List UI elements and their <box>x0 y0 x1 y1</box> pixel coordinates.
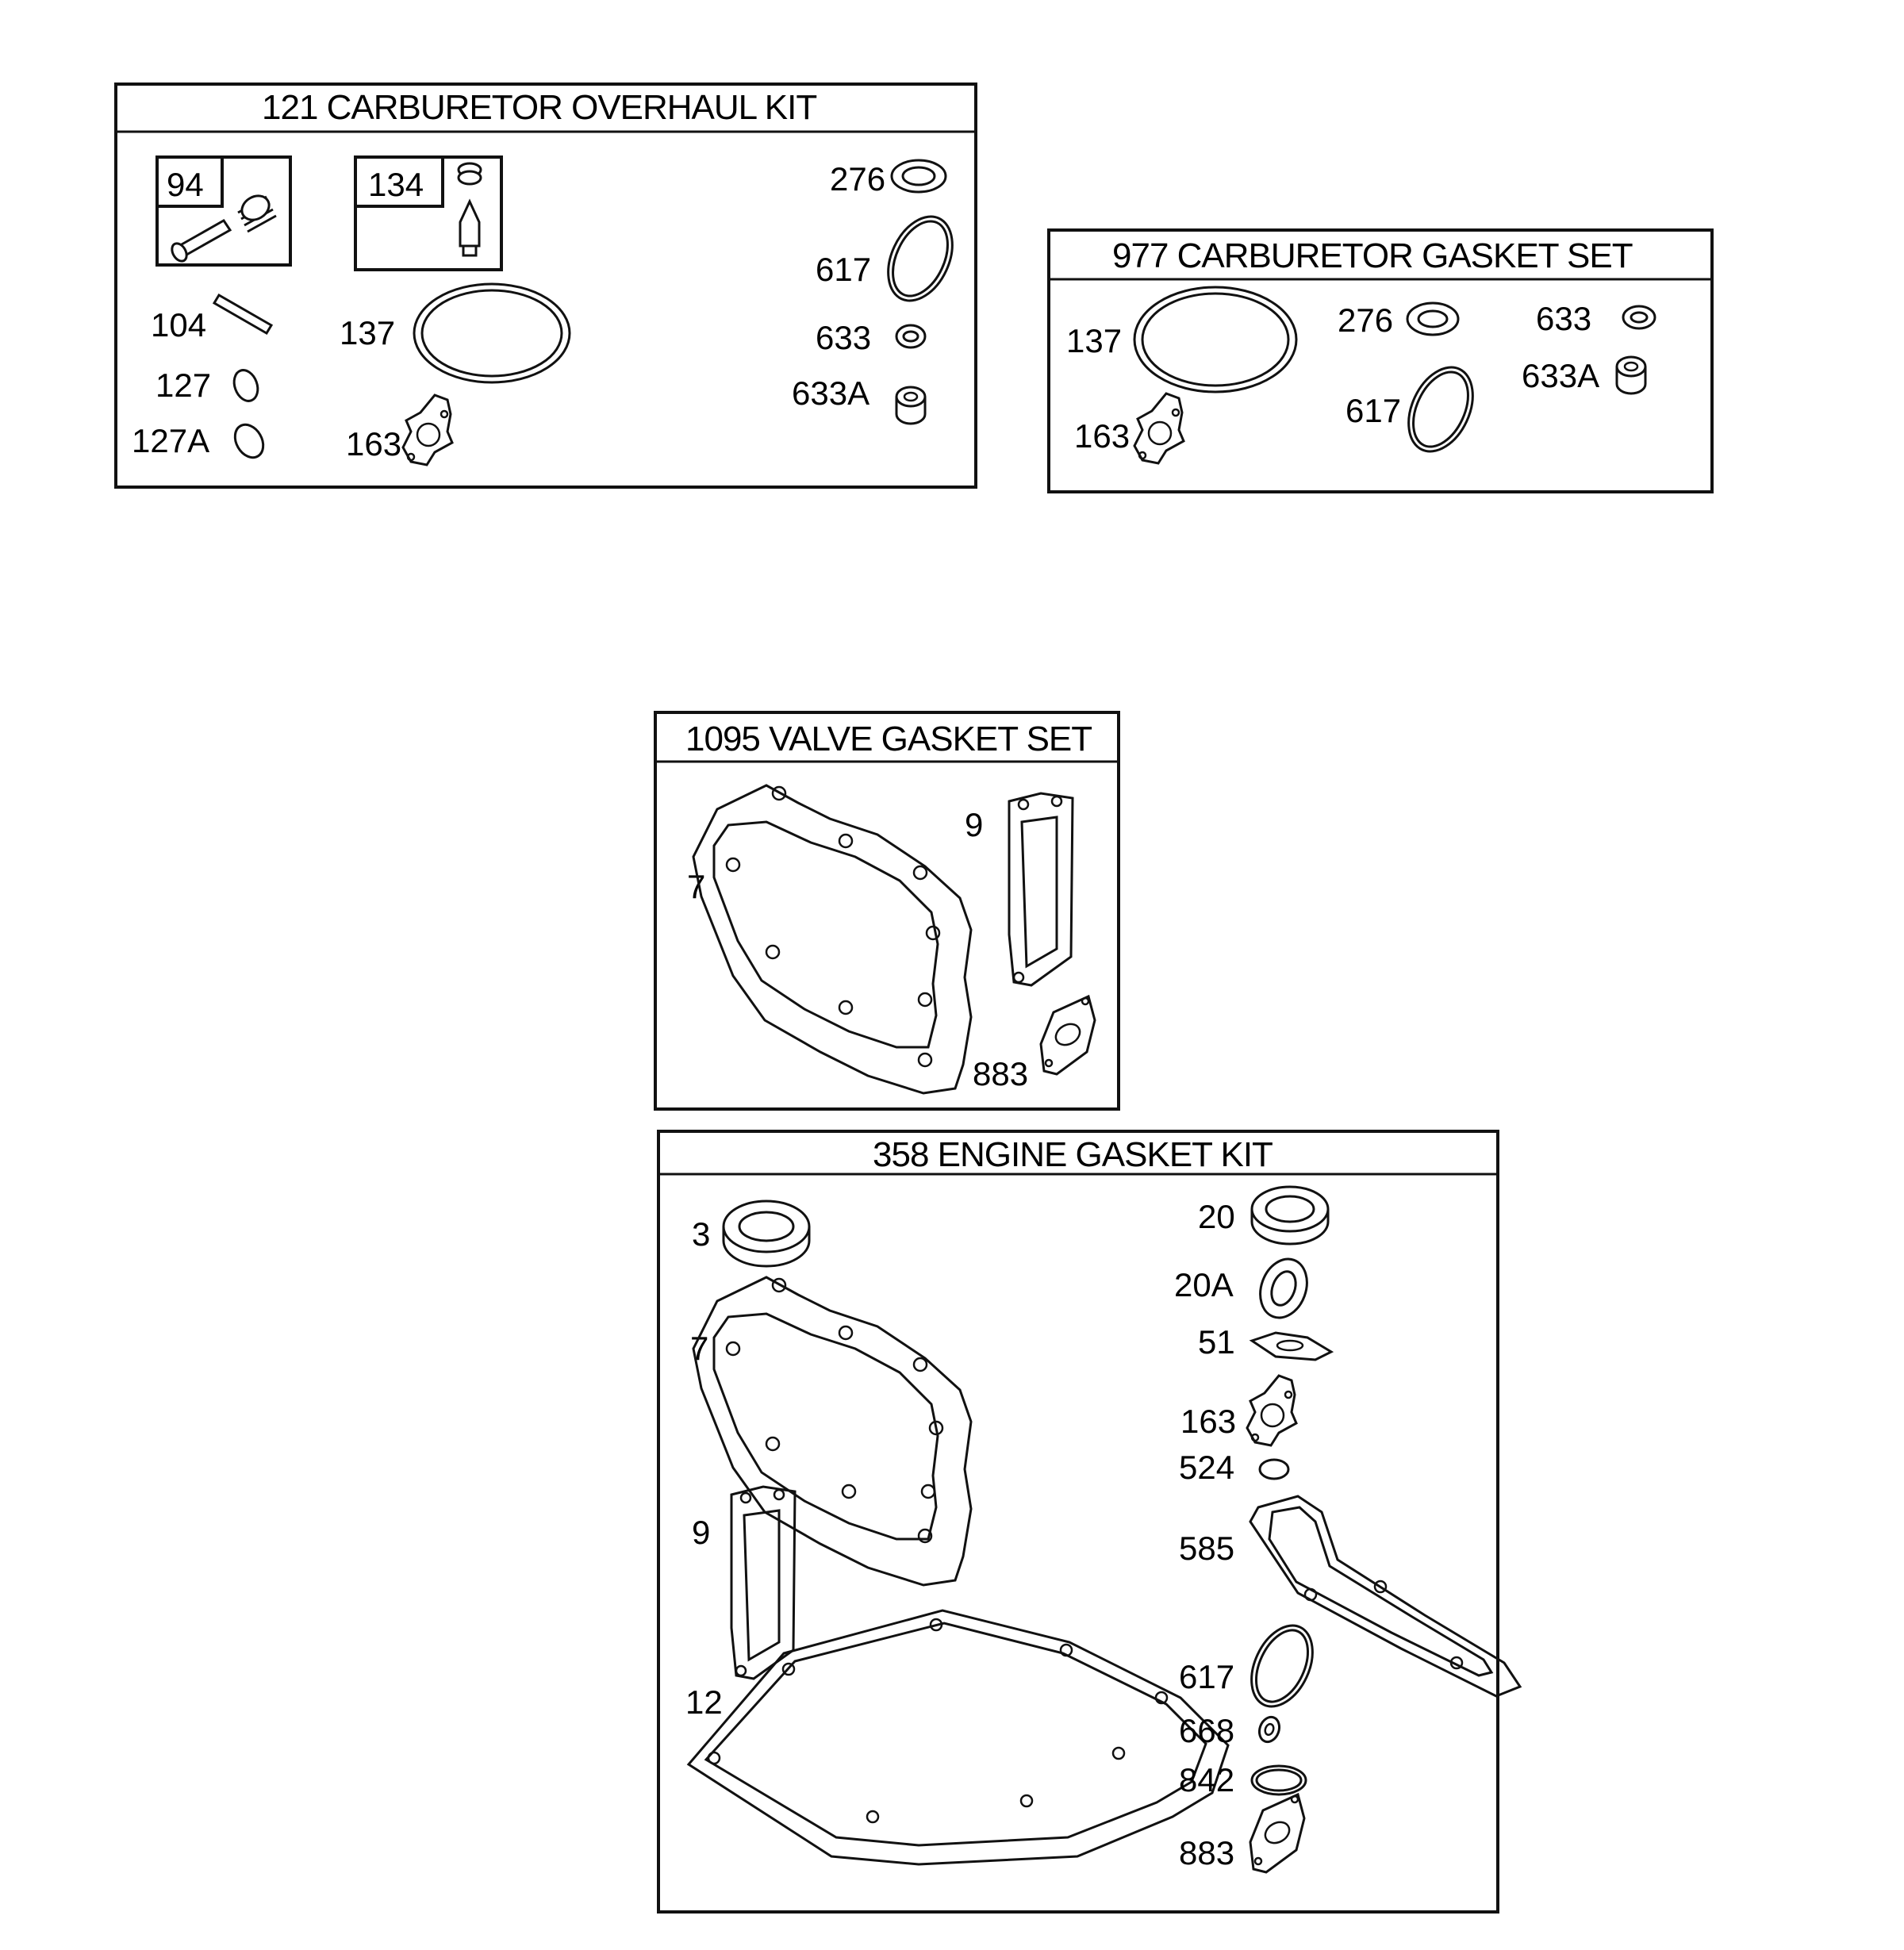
part-94-label-box <box>155 155 224 208</box>
float-pin-icon <box>212 293 274 336</box>
washer-633-icon <box>895 324 927 349</box>
kit-121-frame <box>114 83 977 489</box>
part-524-label: 524 <box>1179 1449 1234 1486</box>
part-137-label: 137 <box>340 314 395 351</box>
o-ring-617-icon <box>1250 1624 1314 1708</box>
kit-121-carburetor-overhaul: 121 CARBURETOR OVERHAUL KIT 94 134 104 1… <box>114 83 977 489</box>
seal-633a-icon <box>895 386 927 425</box>
valve-cover-gasket-icon <box>1008 792 1074 987</box>
kit-1095-title: 1095 VALVE GASKET SET <box>685 720 1092 758</box>
seal-276-icon <box>1406 301 1460 336</box>
part-94-label: 94 <box>167 166 204 203</box>
part-163-label: 163 <box>1180 1403 1236 1440</box>
valve-cover-gasket-icon <box>730 1485 797 1680</box>
kit-358-title: 358 ENGINE GASKET KIT <box>873 1135 1273 1174</box>
part-585-label: 585 <box>1179 1530 1234 1567</box>
exhaust-gasket-icon <box>1039 994 1096 1076</box>
part-617-label: 617 <box>1179 1658 1234 1695</box>
part-883-label: 883 <box>1179 1834 1234 1871</box>
kit-1095-frame <box>654 711 1120 1111</box>
part-51-label: 51 <box>1198 1323 1235 1361</box>
part-127-label: 127 <box>155 367 211 404</box>
oil-seal-20a-icon <box>1259 1257 1308 1319</box>
kit-358-frame <box>657 1130 1499 1914</box>
part-9-label: 9 <box>965 806 983 843</box>
mixture-screw-icon <box>171 194 277 263</box>
part-137-label: 137 <box>1066 322 1122 359</box>
washer-668-icon <box>1257 1715 1281 1744</box>
kit-121-title: 121 CARBURETOR OVERHAUL KIT <box>262 88 816 127</box>
part-20a-label: 20A <box>1174 1266 1234 1303</box>
kit-977-title: 977 CARBURETOR GASKET SET <box>1112 236 1633 275</box>
oil-seal-3-icon <box>722 1200 811 1268</box>
kit-1095-valve-gasket: 1095 VALVE GASKET SET 7 9 883 <box>654 711 1120 1111</box>
o-ring-617-icon <box>887 215 954 302</box>
part-127a-label: 127A <box>132 422 209 459</box>
float-bowl-gasket-icon <box>1133 286 1298 393</box>
part-617-label: 617 <box>816 251 871 288</box>
cylinder-head-gasket-icon <box>692 1276 973 1587</box>
part-20-label: 20 <box>1198 1198 1235 1235</box>
o-ring-842-icon <box>1250 1764 1307 1796</box>
part-12-label: 12 <box>685 1683 723 1721</box>
seal-633a-icon <box>1615 355 1647 395</box>
kit-977-frame <box>1047 228 1714 493</box>
part-3-label: 3 <box>692 1215 710 1253</box>
o-ring-524-icon <box>1258 1458 1290 1480</box>
part-617-label: 617 <box>1345 392 1401 429</box>
float-bowl-gasket-icon <box>413 282 571 384</box>
part-633a-label: 633A <box>1522 357 1599 394</box>
crankcase-gasket-icon <box>686 1609 1230 1866</box>
washer-633-icon <box>1622 305 1656 330</box>
kit-977-carburetor-gasket: 977 CARBURETOR GASKET SET 137 276 633 63… <box>1047 228 1714 493</box>
part-104-label: 104 <box>151 306 206 344</box>
oil-seal-20-icon <box>1250 1185 1330 1246</box>
inlet-needle-icon <box>457 162 482 257</box>
part-163-label: 163 <box>1074 417 1130 455</box>
part-276-label: 276 <box>1338 301 1393 339</box>
intake-gasket-51-icon <box>1249 1331 1334 1361</box>
carb-mount-gasket-icon <box>1133 392 1185 465</box>
part-163-label: 163 <box>346 425 401 463</box>
part-276-label: 276 <box>830 160 885 198</box>
carb-mount-gasket-icon <box>401 393 454 466</box>
part-134-label-box <box>354 155 444 208</box>
seal-276-icon <box>890 159 947 194</box>
part-842-label: 842 <box>1179 1761 1234 1798</box>
part-633a-label: 633A <box>792 374 869 412</box>
part-9-label: 9 <box>692 1514 710 1551</box>
part-134-label: 134 <box>368 166 424 203</box>
o-ring-617-icon <box>1407 366 1474 453</box>
part-668-label: 668 <box>1179 1712 1234 1749</box>
breather-gasket-585-icon <box>1249 1495 1522 1698</box>
cylinder-head-gasket-icon <box>692 784 973 1095</box>
o-ring-127a-icon <box>233 423 265 459</box>
exhaust-gasket-icon <box>1249 1792 1306 1874</box>
part-633-label: 633 <box>1536 300 1591 337</box>
carb-mount-gasket-icon <box>1246 1374 1298 1447</box>
part-883-label: 883 <box>973 1055 1028 1092</box>
part-633-label: 633 <box>816 319 871 356</box>
kit-358-engine-gasket: 358 ENGINE GASKET KIT 3 7 9 <box>657 1130 1522 1914</box>
o-ring-127-icon <box>232 369 259 402</box>
